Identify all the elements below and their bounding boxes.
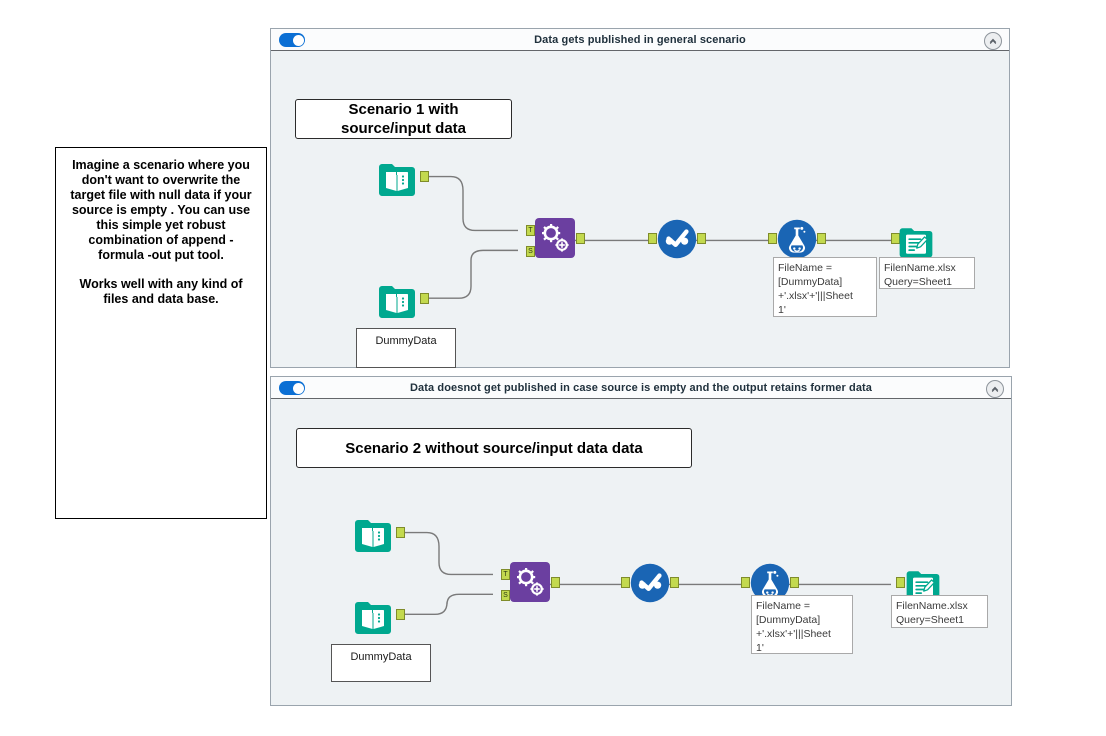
scenario-1-label-line1: Scenario 1 with bbox=[348, 101, 459, 118]
scenario-2-label: Scenario 2 without source/input data dat… bbox=[296, 428, 692, 468]
comment-line: Works well with any kind of bbox=[79, 277, 243, 291]
comment-line: formula -out put tool. bbox=[98, 248, 224, 262]
tool-container-2[interactable]: Data doesnot get published in case sourc… bbox=[270, 376, 1012, 706]
input-bottom-output-anchor[interactable] bbox=[396, 609, 405, 620]
dummydata-annotation-2: DummyData bbox=[331, 644, 431, 682]
input-data-tool-top[interactable] bbox=[375, 156, 419, 200]
output-data-tool[interactable] bbox=[903, 564, 943, 604]
input-data-tool-bottom[interactable] bbox=[375, 278, 419, 322]
formula-output-anchor[interactable] bbox=[817, 233, 826, 244]
filter-input-anchor[interactable] bbox=[621, 577, 630, 588]
comment-line: combination of append - bbox=[88, 233, 234, 247]
comment-line: Imagine a scenario where you bbox=[72, 158, 250, 172]
container-1-body: Scenario 1 with source/input data bbox=[271, 51, 1009, 368]
input-data-tool-top[interactable] bbox=[351, 512, 395, 556]
input-top-output-anchor[interactable] bbox=[396, 527, 405, 538]
formula-tool[interactable] bbox=[777, 219, 817, 259]
formula-input-anchor[interactable] bbox=[741, 577, 750, 588]
output-annotation-2: FilenName.xlsx Query=Sheet1 bbox=[891, 595, 988, 628]
filter-input-anchor[interactable] bbox=[648, 233, 657, 244]
comment-line: don't want to overwrite the bbox=[81, 173, 241, 187]
formula-input-anchor[interactable] bbox=[768, 233, 777, 244]
union-source-anchor[interactable]: S bbox=[526, 246, 535, 257]
input-bottom-output-anchor[interactable] bbox=[420, 293, 429, 304]
formula-tool[interactable] bbox=[750, 563, 790, 603]
chevron-up-icon[interactable] bbox=[986, 380, 1004, 398]
comment-line: files and data base. bbox=[103, 292, 219, 306]
comment-line: this simple yet robust bbox=[96, 218, 226, 232]
formula-output-anchor[interactable] bbox=[790, 577, 799, 588]
output-input-anchor[interactable] bbox=[891, 233, 900, 244]
filter-output-anchor[interactable] bbox=[697, 233, 706, 244]
filter-tool[interactable] bbox=[657, 219, 697, 259]
union-append-tool[interactable] bbox=[510, 562, 550, 602]
container-2-header: Data doesnot get published in case sourc… bbox=[271, 377, 1011, 399]
container-1-header: Data gets published in general scenario bbox=[271, 29, 1009, 51]
output-input-anchor[interactable] bbox=[896, 577, 905, 588]
comment-line: source is empty . You can use bbox=[71, 203, 251, 217]
scenario-2-label-line1: Scenario 2 without source/input data dat… bbox=[345, 439, 643, 457]
input-top-output-anchor[interactable] bbox=[420, 171, 429, 182]
output-data-tool[interactable] bbox=[896, 221, 936, 261]
union-target-anchor[interactable]: T bbox=[501, 569, 510, 580]
union-target-anchor[interactable]: T bbox=[526, 225, 535, 236]
toggle-knob bbox=[292, 382, 304, 394]
container-1-enable-toggle[interactable] bbox=[279, 33, 305, 47]
toggle-knob bbox=[292, 34, 304, 46]
union-source-anchor[interactable]: S bbox=[501, 590, 510, 601]
formula-annotation-1: FileName = [DummyData] +'.xlsx'+'|||Shee… bbox=[773, 257, 877, 317]
output-annotation-1: FilenName.xlsx Query=Sheet1 bbox=[879, 257, 975, 289]
filter-tool[interactable] bbox=[630, 563, 670, 603]
union-append-tool[interactable] bbox=[535, 218, 575, 258]
comment-line: target file with null data if your bbox=[70, 188, 252, 202]
input-data-tool-bottom[interactable] bbox=[351, 594, 395, 638]
container-2-body: Scenario 2 without source/input data dat… bbox=[271, 399, 1011, 705]
comment-spacer bbox=[64, 263, 258, 277]
dummydata-annotation-1: DummyData bbox=[356, 328, 456, 368]
filter-output-anchor[interactable] bbox=[670, 577, 679, 588]
scenario-1-label: Scenario 1 with source/input data bbox=[295, 99, 512, 139]
container-1-title: Data gets published in general scenario bbox=[534, 33, 746, 46]
formula-annotation-2: FileName = [DummyData] +'.xlsx'+'|||Shee… bbox=[751, 595, 853, 654]
union-output-anchor[interactable] bbox=[551, 577, 560, 588]
scenario-1-label-line2: source/input data bbox=[340, 120, 467, 137]
tool-container-1[interactable]: Data gets published in general scenario … bbox=[270, 28, 1010, 368]
container-2-title: Data doesnot get published in case sourc… bbox=[409, 381, 873, 394]
comment-box: Imagine a scenario where you don't want … bbox=[55, 147, 267, 519]
chevron-up-icon[interactable] bbox=[984, 32, 1002, 50]
container-2-enable-toggle[interactable] bbox=[279, 381, 305, 395]
union-output-anchor[interactable] bbox=[576, 233, 585, 244]
